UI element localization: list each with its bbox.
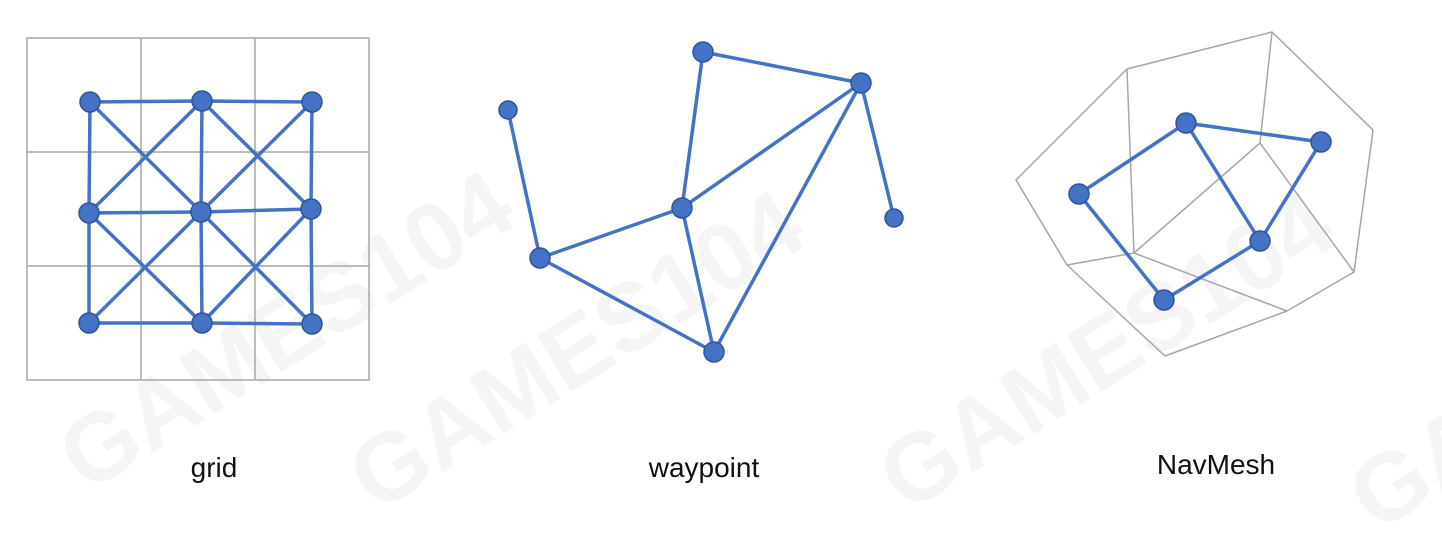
waypoint-edge bbox=[538, 256, 716, 354]
caption-waypoint: waypoint bbox=[648, 452, 760, 483]
navmesh-polygon-edge bbox=[1133, 142, 1261, 254]
waypoint-node bbox=[703, 341, 725, 363]
waypoint-edge bbox=[859, 81, 896, 220]
waypoint-edges bbox=[506, 50, 896, 354]
grid-node bbox=[191, 90, 213, 112]
navmesh-edge bbox=[1077, 121, 1188, 196]
grid-nodes bbox=[78, 90, 323, 335]
navmesh-edge bbox=[1162, 239, 1262, 302]
navmesh-polygon-edge bbox=[1133, 252, 1288, 312]
navmesh-edge bbox=[1184, 121, 1262, 243]
grid-node bbox=[301, 91, 323, 113]
grid-edges bbox=[87, 99, 314, 326]
grid-edge bbox=[200, 321, 314, 326]
grid-edge bbox=[309, 100, 314, 211]
waypoint-node bbox=[692, 41, 714, 63]
navmesh-outline bbox=[1015, 31, 1374, 357]
waypoint-edge bbox=[538, 206, 684, 260]
navigation-representations-diagram bbox=[26, 31, 1374, 381]
grid-node bbox=[78, 312, 100, 334]
grid-edge bbox=[199, 207, 313, 214]
grid-edge bbox=[88, 99, 204, 104]
waypoint-node bbox=[671, 197, 693, 219]
grid-node bbox=[191, 312, 213, 334]
grid-node bbox=[78, 202, 100, 224]
caption-navmesh: NavMesh bbox=[1156, 449, 1276, 480]
navmesh-edge bbox=[1184, 121, 1323, 144]
navmesh-node bbox=[1068, 183, 1090, 205]
grid-node bbox=[79, 91, 101, 113]
grid-edge bbox=[87, 99, 204, 215]
grid-node bbox=[300, 198, 322, 220]
waypoint-edge bbox=[680, 50, 705, 210]
navmesh-node bbox=[1310, 131, 1332, 153]
grid-node bbox=[190, 201, 212, 223]
waypoint-edge bbox=[680, 206, 716, 354]
grid-edge bbox=[200, 207, 313, 325]
waypoint-node bbox=[529, 247, 551, 269]
waypoint-edge bbox=[506, 108, 542, 260]
grid-edge bbox=[199, 210, 204, 325]
waypoint-node bbox=[498, 100, 518, 120]
navmesh-polygon-edge bbox=[1066, 252, 1135, 266]
grid-edge bbox=[87, 210, 203, 215]
waypoint-edge bbox=[701, 50, 863, 85]
navmesh-node bbox=[1249, 230, 1271, 252]
grid-edge bbox=[199, 100, 314, 214]
waypoint-edge bbox=[712, 81, 863, 354]
grid-edge bbox=[87, 100, 92, 215]
navmesh-edges bbox=[1077, 121, 1323, 302]
navmesh-edge bbox=[1077, 192, 1166, 302]
grid-border bbox=[26, 37, 370, 381]
grid-edge bbox=[309, 207, 314, 326]
navmesh-panel bbox=[1015, 31, 1374, 357]
navmesh-polygon-edge bbox=[1259, 31, 1273, 144]
waypoint-edge bbox=[680, 81, 863, 210]
caption-grid: grid bbox=[190, 452, 238, 483]
navmesh-node bbox=[1175, 112, 1197, 134]
waypoint-panel bbox=[498, 41, 904, 363]
grid-edge bbox=[199, 99, 204, 214]
waypoint-nodes bbox=[498, 41, 904, 363]
navmesh-polygon-edge bbox=[1259, 142, 1355, 273]
waypoint-node bbox=[884, 208, 904, 228]
navmesh-node bbox=[1153, 289, 1175, 311]
navmesh-edge bbox=[1258, 140, 1323, 243]
grid-node bbox=[301, 313, 323, 335]
grid-edge bbox=[87, 210, 203, 325]
grid-edge bbox=[200, 99, 314, 104]
waypoint-node bbox=[850, 72, 872, 94]
grid-panel bbox=[26, 37, 370, 381]
navmesh-nodes bbox=[1068, 112, 1332, 311]
